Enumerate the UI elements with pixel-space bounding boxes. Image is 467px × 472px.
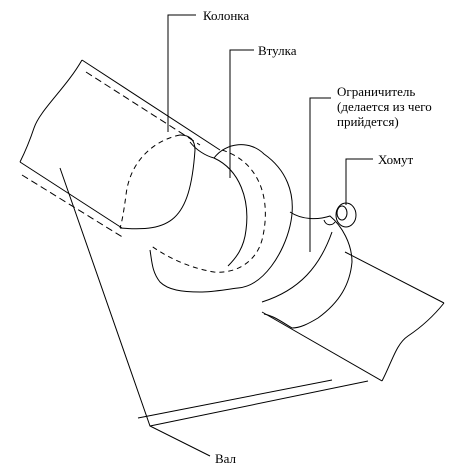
shaft [137, 379, 369, 427]
clamp [323, 202, 357, 228]
column-tube-left-break [19, 59, 83, 163]
bushing-front-face [119, 134, 196, 230]
clamp-screw-tail [323, 219, 336, 226]
column-tube-right-break [381, 302, 445, 382]
shaft-lower-line [149, 380, 369, 427]
column-label: Колонка [203, 8, 250, 23]
limiter-label-line-2: (делается из чего [337, 99, 432, 114]
column-tube-top-edge-right [344, 251, 445, 304]
limiter-label: Ограничитель (делается из чего прийдется… [337, 84, 432, 129]
limiter-band-line [261, 231, 333, 303]
clamp-screw-inner [336, 205, 348, 221]
limiter-outer [263, 211, 353, 329]
limiter [261, 211, 353, 329]
clamp-screw-outer [335, 202, 357, 228]
bushing-flange-hidden [149, 149, 266, 273]
limiter-label-line-3: прийдется) [337, 114, 399, 129]
bushing [119, 134, 293, 293]
limiter-leader-line [309, 97, 331, 252]
shaft-upper-line [137, 379, 333, 419]
clamp-label: Хомут [378, 152, 414, 167]
bushing-flange-outer [149, 141, 293, 293]
bushing-leader-line [229, 49, 254, 178]
column-tube-top-edge-dashed [85, 71, 201, 146]
bushing-label: Втулка [258, 43, 297, 58]
clamp-leader-line [345, 158, 373, 205]
column-leader-line [167, 14, 196, 132]
limiter-label-line-1: Ограничитель [337, 84, 416, 99]
leader-lines [59, 14, 373, 457]
bushing-hidden-edge [119, 134, 181, 229]
column-tube-bottom-edge [19, 161, 123, 229]
bushing-flange-inner [213, 157, 248, 267]
shaft-leader-line [59, 167, 211, 457]
shaft-label: Вал [215, 451, 237, 466]
column-tube-bottom-edge-right [261, 311, 383, 382]
column-tube-top-edge [81, 59, 221, 151]
